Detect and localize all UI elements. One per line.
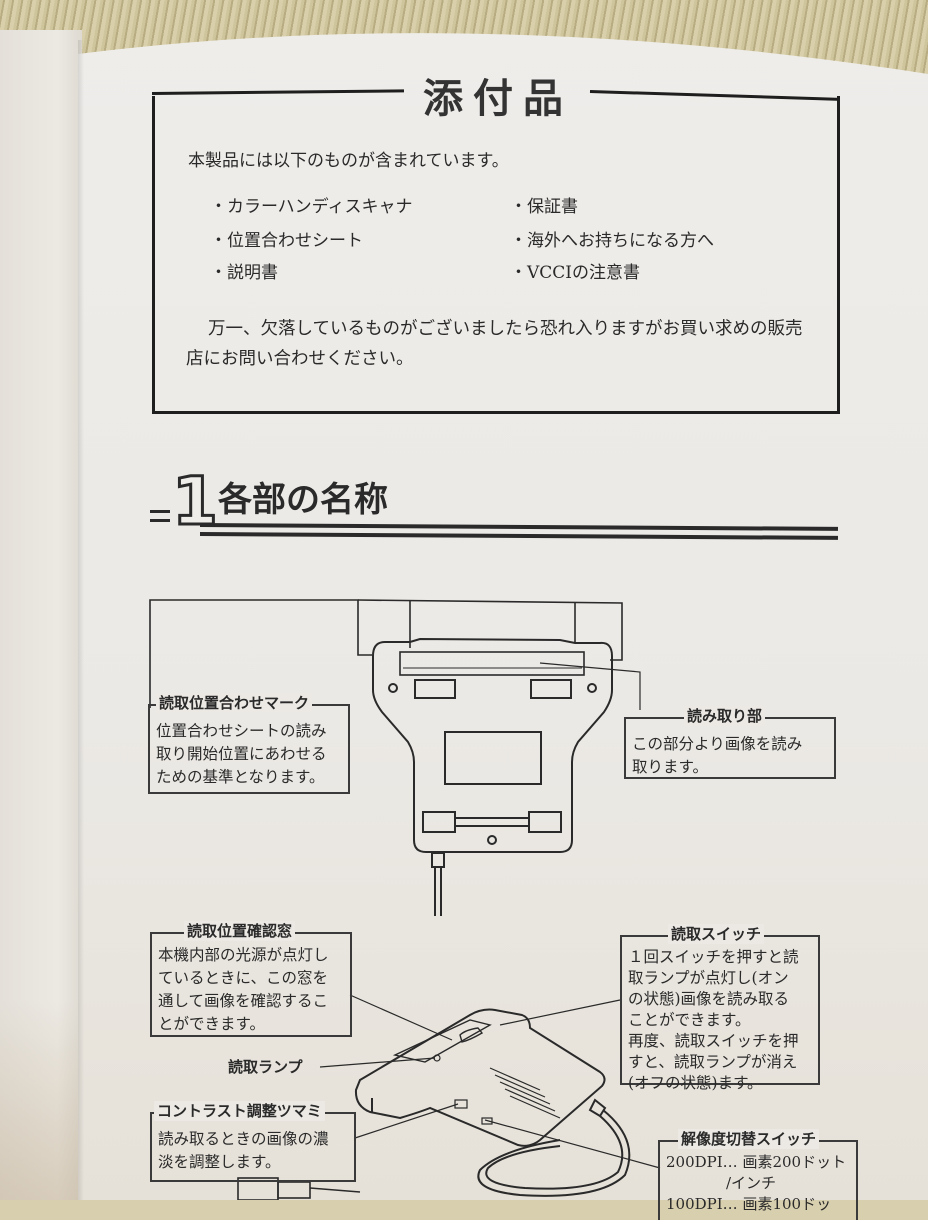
- callout-title: 読取位置合わせマーク: [156, 693, 313, 713]
- scanner-perspective-view-icon: [354, 1008, 631, 1197]
- callout-alignment-mark: 読取位置合わせマーク 位置合わせシートの読み 取り開始位置にあわせる ための基準…: [148, 693, 350, 794]
- list-item: ・位置合わせシート: [210, 231, 363, 251]
- callout-body: この部分より画像を読み 取ります。: [632, 735, 803, 776]
- callout-read-switch: 読取スイッチ １回スイッチを押すと読 取ランプが点灯し(オン の状態)画像を読み…: [620, 924, 820, 1092]
- list-item: ・保証書: [510, 197, 578, 217]
- attachments-title: 添付品: [423, 76, 573, 122]
- callout-body: 位置合わせシートの読み 取り開始位置にあわせる ための基準となります。: [156, 722, 327, 786]
- position-window-leader-icon: [349, 994, 453, 1041]
- read-switch-leader-icon: [499, 999, 621, 1026]
- callout-body: 200DPI… 画素200ドット /インチ 100DPI… 画素100ドッ: [666, 1153, 847, 1213]
- resolution-leader-icon: [484, 1119, 661, 1169]
- callout-body: 本機内部の光源が点灯し ているときに、この窓を 通して画像を確認するこ とができ…: [158, 946, 329, 1033]
- callout-contrast-knob: コントラスト調整ツマミ 読み取るときの画像の濃 淡を調整します。: [150, 1101, 356, 1182]
- read-lamp-label: 読取ランプ: [228, 1058, 303, 1076]
- alignment-mark-leader-icon: [149, 599, 623, 708]
- callout-title: 読み取り部: [684, 706, 766, 726]
- callout-reading-part: 読み取り部 この部分より画像を読み 取ります。: [624, 706, 836, 779]
- list-item: ・カラーハンディスキャナ: [210, 197, 413, 217]
- scanner-bottom-view-icon: [372, 637, 613, 916]
- page-gutter-shadow: [78, 40, 84, 1200]
- attachments-intro: 本製品には以下のものが含まれています。: [188, 151, 509, 171]
- cable-connector-icon: [237, 1177, 361, 1200]
- callout-title: 読取位置確認窓: [184, 921, 296, 941]
- callout-position-window: 読取位置確認窓 本機内部の光源が点灯し ているときに、この窓を 通して画像を確認…: [150, 921, 352, 1037]
- callout-title: 解像度切替スイッチ: [678, 1129, 820, 1149]
- manual-page: [78, 14, 928, 1200]
- list-item: ・VCCIの注意書: [510, 263, 641, 283]
- list-item: ・海外へお持ちになる方へ: [510, 231, 714, 251]
- callout-body: １回スイッチを押すと読 取ランプが点灯し(オン の状態)画像を読み取る ことがで…: [628, 948, 799, 1092]
- read-lamp-leader-icon: [319, 1057, 436, 1068]
- callout-title: コントラスト調整ツマミ: [154, 1101, 325, 1121]
- list-item: ・説明書: [210, 263, 278, 283]
- callout-title: 読取スイッチ: [668, 924, 765, 944]
- left-page: [0, 30, 82, 1200]
- contrast-leader-icon: [354, 1103, 459, 1139]
- attachments-note: 万一、欠落しているものがございましたら恐れ入りますがお買い求めの販売店にお問い合…: [186, 319, 803, 369]
- callout-resolution-switch: 解像度切替スイッチ 200DPI… 画素200ドット /インチ 100DPI… …: [658, 1129, 858, 1220]
- callout-body: 読み取るときの画像の濃 淡を調整します。: [158, 1130, 329, 1171]
- section-title: 各部の名称: [218, 480, 388, 520]
- heading-equals-mark: [150, 510, 170, 522]
- attachments-box: [152, 96, 840, 414]
- reading-part-leader-icon: [539, 662, 641, 710]
